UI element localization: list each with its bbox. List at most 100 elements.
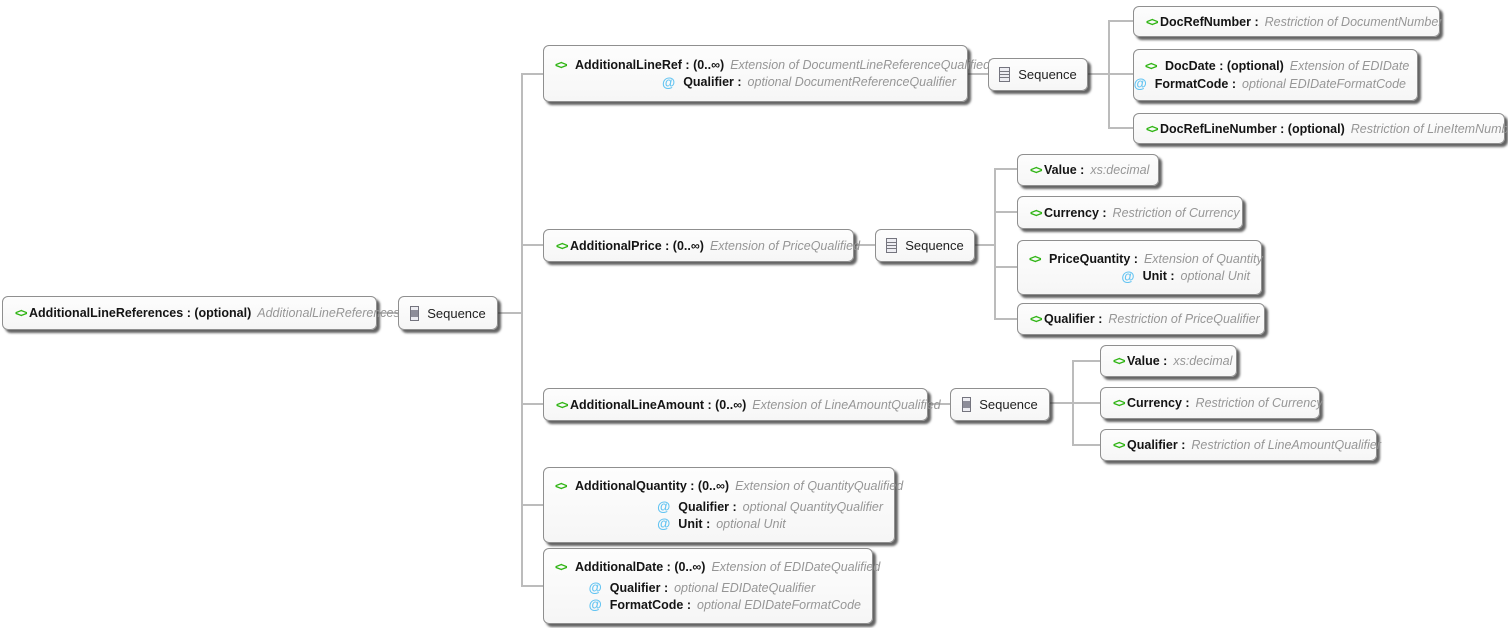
attribute-type: optional EDIDateQualifier bbox=[674, 580, 816, 595]
element-node-pricequantity[interactable]: <> PriceQuantity : Extension of Quantity… bbox=[1017, 240, 1263, 295]
sequence-icon bbox=[886, 238, 898, 253]
element-icon: <> bbox=[1030, 163, 1043, 177]
element-node-amount-currency[interactable]: <> Currency : Restriction of Currency bbox=[1100, 387, 1323, 419]
element-label: DocRefLineNumber : (optional) bbox=[1160, 121, 1345, 136]
element-type: xs:decimal bbox=[1090, 163, 1150, 177]
connector-line bbox=[1108, 127, 1133, 129]
sequence-node[interactable]: Sequence bbox=[988, 58, 1088, 91]
attribute-icon: @ bbox=[588, 597, 602, 612]
element-node-additionallineref[interactable]: <> AdditionalLineRef : (0..∞) Extension … bbox=[543, 45, 990, 102]
element-type: Restriction of Currency bbox=[1195, 396, 1323, 410]
connector-line bbox=[377, 312, 398, 314]
sequence-label: Sequence bbox=[979, 397, 1038, 412]
connector-line bbox=[1072, 360, 1100, 362]
element-node-additionallinereferences[interactable]: <> AdditionalLineReferences : (optional)… bbox=[2, 296, 400, 330]
element-type: Extension of LineAmountQualified bbox=[752, 397, 941, 412]
sequence-icon bbox=[999, 67, 1011, 82]
attribute-type: optional EDIDateFormatCode bbox=[697, 597, 861, 612]
element-type: Restriction of PriceQualifier bbox=[1108, 312, 1260, 326]
element-node-additionalprice[interactable]: <> AdditionalPrice : (0..∞) Extension of… bbox=[543, 229, 860, 262]
element-type: Restriction of Currency bbox=[1112, 205, 1240, 220]
element-type: Restriction of LineItemNumber bbox=[1350, 121, 1508, 136]
sequence-icon bbox=[410, 305, 420, 321]
element-type: Extension of DocumentLineReferenceQualif… bbox=[730, 57, 991, 72]
element-icon: <> bbox=[1030, 312, 1043, 326]
element-label: Currency : bbox=[1127, 396, 1190, 410]
attribute-type: optional EDIDateFormatCode bbox=[1242, 76, 1406, 91]
element-type: Restriction of LineAmountQualifier bbox=[1191, 438, 1382, 452]
connector-line bbox=[1108, 20, 1133, 22]
element-type: Extension of Quantity bbox=[1143, 251, 1263, 266]
attribute-type: optional DocumentReferenceQualifier bbox=[747, 75, 956, 89]
attribute-icon: @ bbox=[662, 74, 676, 90]
element-type: Restriction of DocumentNumber bbox=[1264, 14, 1443, 29]
attribute-label: FormatCode : bbox=[1154, 76, 1237, 91]
connector-line bbox=[521, 403, 543, 405]
connector-line bbox=[1072, 444, 1100, 446]
element-icon: <> bbox=[1146, 14, 1159, 29]
attribute-type: optional Unit bbox=[716, 516, 786, 531]
attribute-label: Unit : bbox=[678, 516, 711, 531]
attribute-label: Qualifier : bbox=[609, 580, 669, 595]
sequence-node[interactable]: Sequence bbox=[398, 296, 498, 330]
sequence-label: Sequence bbox=[905, 238, 964, 253]
element-icon: <> bbox=[15, 306, 28, 320]
connector-line bbox=[994, 266, 1017, 268]
element-icon: <> bbox=[555, 479, 568, 493]
sequence-node[interactable]: Sequence bbox=[950, 388, 1050, 421]
element-icon: <> bbox=[555, 560, 568, 574]
element-label: Qualifier : bbox=[1044, 312, 1103, 326]
element-type: xs:decimal bbox=[1173, 354, 1233, 368]
connector-line bbox=[521, 73, 543, 75]
element-icon: <> bbox=[1113, 438, 1126, 452]
element-node-additionaldate[interactable]: <> AdditionalDate : (0..∞) Extension of … bbox=[543, 548, 880, 624]
element-label: AdditionalLineReferences : (optional) bbox=[29, 306, 252, 320]
element-label: DocDate : (optional) bbox=[1165, 59, 1284, 73]
element-node-price-value[interactable]: <> Value : xs:decimal bbox=[1017, 154, 1159, 186]
element-label: PriceQuantity : bbox=[1049, 251, 1138, 266]
connector-line bbox=[1108, 21, 1110, 129]
element-node-additionalquantity[interactable]: <> AdditionalQuantity : (0..∞) Extension… bbox=[543, 467, 903, 543]
connector-line bbox=[498, 312, 522, 314]
sequence-icon bbox=[962, 397, 972, 412]
element-type: AdditionalLineReferences bbox=[257, 306, 400, 320]
element-label: Qualifier : bbox=[1127, 438, 1186, 452]
element-node-amount-qualifier[interactable]: <> Qualifier : Restriction of LineAmount… bbox=[1100, 429, 1381, 461]
attribute-label: Qualifier : bbox=[678, 499, 737, 514]
attribute-icon: @ bbox=[657, 516, 671, 531]
element-node-docdate[interactable]: <> DocDate : (optional) Extension of EDI… bbox=[1133, 49, 1418, 101]
element-icon: <> bbox=[1145, 59, 1158, 73]
element-node-price-currency[interactable]: <> Currency : Restriction of Currency bbox=[1017, 196, 1243, 229]
attribute-icon: @ bbox=[657, 499, 671, 514]
connector-line bbox=[975, 244, 996, 246]
connector-line bbox=[968, 73, 988, 75]
element-node-additionallineamount[interactable]: <> AdditionalLineAmount : (0..∞) Extensi… bbox=[543, 388, 941, 421]
connector-line bbox=[1072, 361, 1074, 446]
element-label: AdditionalPrice : (0..∞) bbox=[570, 238, 704, 253]
element-label: AdditionalQuantity : (0..∞) bbox=[575, 479, 730, 493]
element-icon: <> bbox=[1030, 205, 1043, 220]
sequence-node[interactable]: Sequence bbox=[875, 229, 975, 262]
sequence-label: Sequence bbox=[1018, 67, 1077, 82]
attribute-icon: @ bbox=[588, 580, 602, 595]
element-node-docreflinenumber[interactable]: <> DocRefLineNumber : (optional) Restric… bbox=[1133, 113, 1508, 144]
connector-line bbox=[994, 318, 1017, 320]
element-label: DocRefNumber : bbox=[1160, 14, 1259, 29]
element-type: Extension of EDIDateQualified bbox=[711, 560, 881, 574]
element-label: AdditionalLineRef : (0..∞) bbox=[575, 57, 725, 72]
element-label: Currency : bbox=[1044, 205, 1107, 220]
attribute-icon: @ bbox=[1133, 76, 1147, 91]
connector-line bbox=[994, 169, 996, 319]
element-label: Value : bbox=[1044, 163, 1085, 177]
element-icon: <> bbox=[1113, 396, 1126, 410]
element-icon: <> bbox=[556, 238, 569, 253]
attribute-label: FormatCode : bbox=[609, 597, 692, 612]
element-type: Extension of PriceQualified bbox=[709, 238, 861, 253]
element-icon: <> bbox=[1029, 251, 1042, 266]
element-node-docrefnumber[interactable]: <> DocRefNumber : Restriction of Documen… bbox=[1133, 6, 1443, 37]
element-node-amount-value[interactable]: <> Value : xs:decimal bbox=[1100, 345, 1237, 377]
sequence-label: Sequence bbox=[427, 305, 486, 321]
element-node-price-qualifier[interactable]: <> Qualifier : Restriction of PriceQuali… bbox=[1017, 303, 1265, 335]
connector-line bbox=[1088, 73, 1133, 75]
